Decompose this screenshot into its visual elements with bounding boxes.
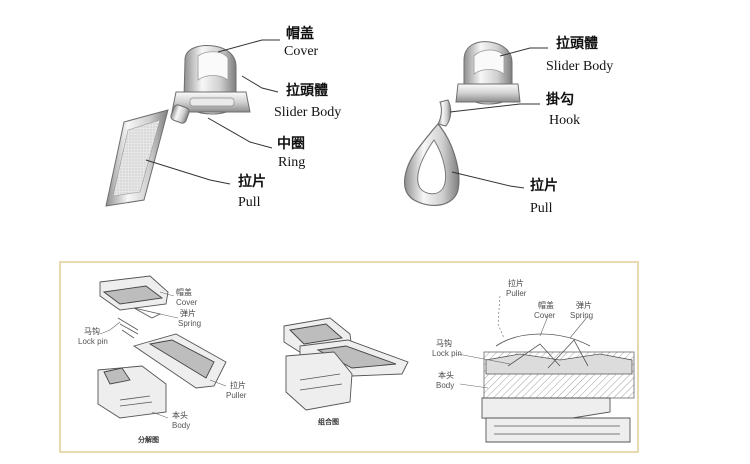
label-slider-body-en-right: Slider Body bbox=[546, 59, 613, 74]
label-sec-cover-cn: 帽盖 bbox=[538, 300, 554, 310]
label-slider-body-cn-right: 拉頭體 bbox=[556, 35, 598, 52]
label-pull-cn-right: 拉片 bbox=[530, 177, 558, 194]
label-exp-body-cn: 本头 bbox=[172, 410, 188, 420]
slider-right-labels: 拉頭體 Slider Body 掛勾 Hook 拉片 Pull bbox=[530, 35, 613, 216]
label-sec-cover-en: Cover bbox=[534, 311, 556, 320]
label-sec-spring-cn: 弹片 bbox=[576, 300, 592, 310]
label-sec-lockpin-en: Lock pin bbox=[432, 349, 462, 358]
label-hook-en: Hook bbox=[549, 113, 580, 128]
label-pull-cn: 拉片 bbox=[238, 173, 266, 190]
label-exp-spring-en: Spring bbox=[178, 319, 201, 328]
label-ring-en: Ring bbox=[278, 155, 305, 170]
label-sec-lockpin-cn: 马钩 bbox=[436, 338, 452, 348]
label-cover-cn: 帽盖 bbox=[286, 25, 314, 42]
label-cover-en: Cover bbox=[284, 44, 319, 59]
slider-left-illustration bbox=[106, 46, 250, 206]
label-exp-lockpin-en: Lock pin bbox=[78, 337, 108, 346]
slider-left-labels: 帽盖 Cover 拉頭體 Slider Body 中圈 Ring 拉片 Pull bbox=[238, 25, 341, 210]
label-sec-puller-cn: 拉片 bbox=[508, 278, 524, 288]
label-exp-lockpin-cn: 马钩 bbox=[84, 326, 100, 336]
label-exp-puller-en: Puller bbox=[226, 391, 247, 400]
label-slider-body-cn: 拉頭體 bbox=[286, 82, 328, 99]
label-sec-puller-en: Puller bbox=[506, 289, 527, 298]
label-ring-cn: 中圈 bbox=[277, 135, 305, 152]
label-exp-cover-en: Cover bbox=[176, 298, 198, 307]
label-pull-en-right: Pull bbox=[530, 201, 553, 216]
caption-exploded: 分解图 bbox=[138, 435, 159, 444]
slider-right-illustration bbox=[405, 42, 520, 206]
label-pull-en: Pull bbox=[238, 195, 261, 210]
label-sec-body-en: Body bbox=[436, 381, 454, 390]
label-exp-cover-cn: 帽盖 bbox=[176, 287, 192, 297]
label-slider-body-en: Slider Body bbox=[274, 105, 341, 120]
caption-assembled: 组合图 bbox=[318, 417, 339, 426]
label-exp-body-en: Body bbox=[172, 421, 190, 430]
label-hook-cn: 掛勾 bbox=[546, 91, 574, 108]
label-exp-puller-cn: 拉片 bbox=[230, 380, 246, 390]
label-exp-spring-cn: 弹片 bbox=[180, 308, 196, 318]
label-sec-spring-en: Spring bbox=[570, 311, 593, 320]
label-sec-body-cn: 本头 bbox=[438, 370, 454, 380]
